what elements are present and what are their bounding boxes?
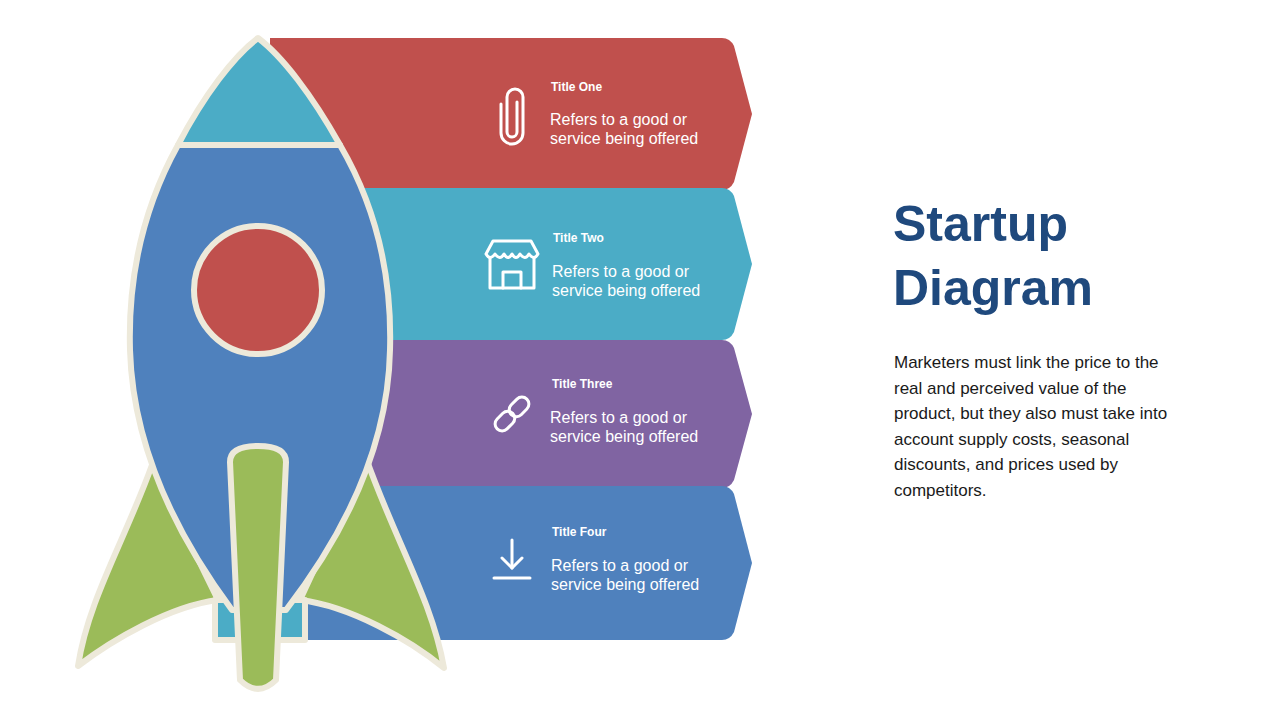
slide-title: Startup Diagram — [893, 192, 1163, 320]
band-title: Title One — [551, 80, 602, 94]
store-icon — [486, 241, 538, 288]
rocket-center-fin — [230, 446, 286, 689]
band-description: Refers to a good or service being offere… — [552, 262, 722, 300]
band-title: Title Two — [553, 231, 604, 245]
paperclip-icon — [501, 89, 523, 144]
band-description: Refers to a good or service being offere… — [551, 556, 721, 594]
rocket-nose — [178, 38, 340, 145]
body-paragraph: Marketers must link the price to the rea… — [894, 350, 1184, 503]
rocket-window — [194, 226, 322, 354]
link-icon — [492, 394, 532, 434]
download-icon — [494, 540, 530, 578]
band-description: Refers to a good or service being offere… — [550, 110, 720, 148]
band-title: Title Three — [552, 377, 612, 391]
band-title: Title Four — [552, 525, 606, 539]
band-description: Refers to a good or service being offere… — [550, 408, 720, 446]
